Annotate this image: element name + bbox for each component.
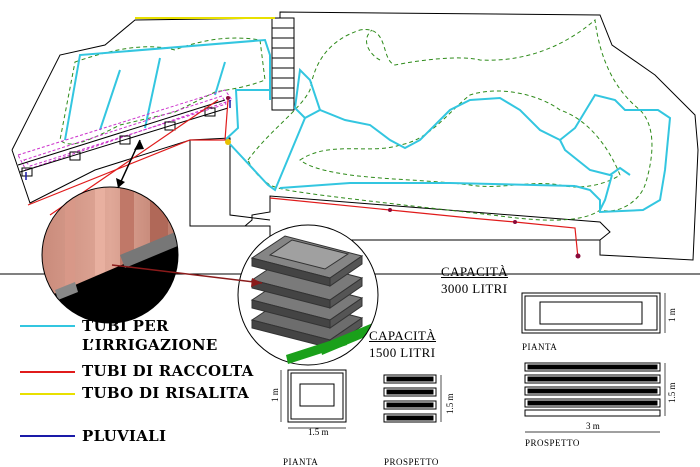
- green-pipe-outlet: [286, 336, 347, 364]
- legend-swatches: [20, 325, 75, 437]
- small-tank-plan-label: PIANTA: [283, 457, 319, 467]
- small-tank-depth-dim: 1 m: [270, 388, 280, 402]
- large-tank-capacity: 3000 LITRI: [441, 281, 508, 296]
- riser-junction: [225, 139, 231, 145]
- large-tank-plan: [521, 292, 666, 334]
- legend-collection-label: TUBI DI RACCOLTA: [82, 362, 254, 380]
- legend-riser-label: TUBO DI RISALITA: [82, 384, 250, 402]
- large-tank-elevation-label: PROSPETTO: [525, 438, 580, 448]
- house-block-outline: [189, 137, 271, 221]
- small-tank-elevation: [383, 374, 442, 423]
- large-tank-width-dim: 3 m: [586, 421, 600, 431]
- irrigation-pipes: [64, 38, 672, 214]
- small-tank-elevation-label: PROSPETTO: [384, 457, 439, 467]
- tank-detail-callout: [237, 224, 379, 366]
- stairs: [271, 17, 295, 111]
- large-tank-title: CAPACITÀ: [441, 264, 509, 279]
- small-tank-plan: [280, 369, 347, 429]
- downspout-detail-callout: [41, 186, 179, 324]
- roof-structure: [17, 99, 229, 177]
- roof-gutters: [17, 89, 233, 171]
- large-tank-plan-label: PIANTA: [522, 342, 558, 352]
- large-tank-depth-dim: 1 m: [667, 308, 677, 322]
- small-tank-title: CAPACITÀ: [369, 328, 437, 343]
- small-tank-capacity: 1500 LITRI: [369, 345, 436, 360]
- large-tank-height-dim: 1.5 m: [667, 382, 677, 403]
- small-tank-width-dim: 1.5 m: [308, 427, 329, 437]
- legend-irrigation-label-line2: L’IRRIGAZIONE: [82, 336, 218, 354]
- legend-downspout-label: PLUVIALI: [82, 427, 167, 445]
- legend-irrigation-label-line1: TUBI PER: [82, 317, 169, 335]
- large-tank-elevation: [524, 362, 666, 433]
- collection-nodes: [226, 96, 581, 259]
- callout-arrows: [111, 139, 263, 287]
- small-tank-height-dim: 1.5 m: [445, 393, 455, 414]
- downspouts: [25, 100, 231, 180]
- site-outline: [11, 11, 699, 261]
- building-outline: [244, 195, 611, 241]
